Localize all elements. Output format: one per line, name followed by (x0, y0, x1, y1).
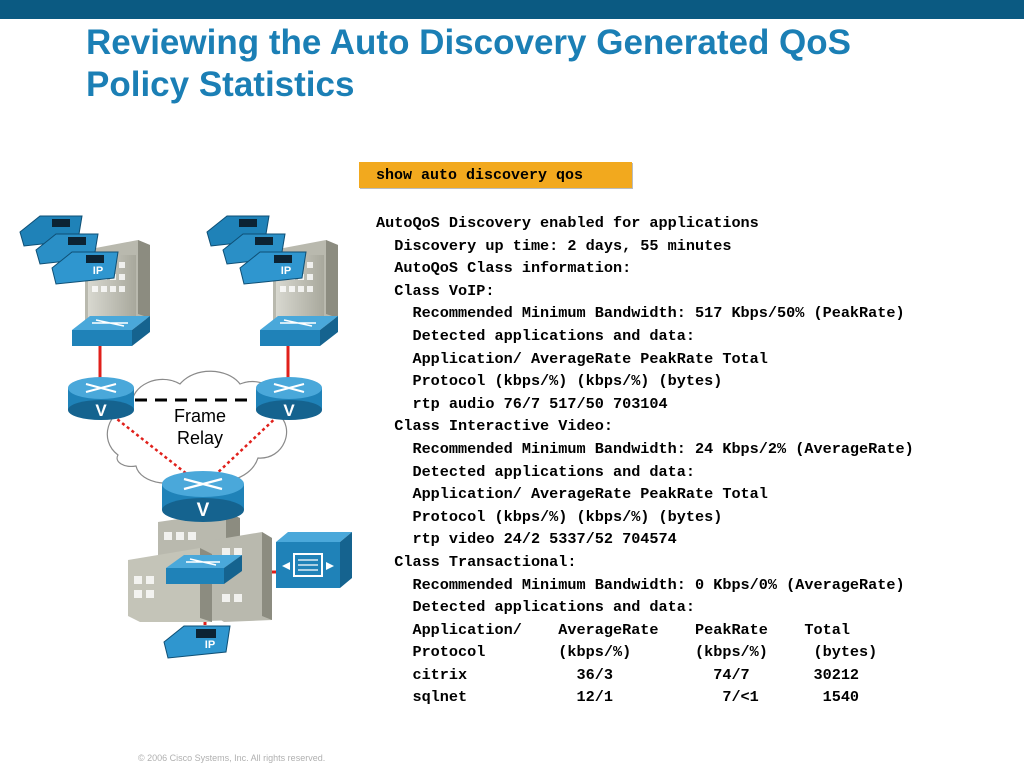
output-line: Detected applications and data: (376, 326, 695, 345)
output-line: Discovery up time: 2 days, 55 minutes (376, 236, 732, 255)
output-line: Class VoIP: (376, 281, 495, 300)
title-line-2: Policy Statistics (86, 65, 355, 104)
ip-phone-icon: IP (206, 215, 307, 285)
cloud-label-line-1: Frame (174, 406, 226, 426)
command-output: AutoQoS Discovery enabled for applicatio… (376, 212, 914, 709)
output-line: Recommended Minimum Bandwidth: 0 Kbps/0%… (376, 575, 905, 594)
output-line: citrix 36/3 74/7 30212 (376, 665, 860, 684)
output-line: Application/ AverageRate PeakRate Total (376, 349, 768, 368)
switch-icon (166, 555, 242, 584)
output-line: Protocol (kbps/%) (kbps/%) (bytes) (376, 372, 723, 391)
cloud-label-line-2: Relay (177, 428, 223, 448)
voice-router-icon: V (162, 471, 244, 522)
output-line: Detected applications and data: (376, 462, 695, 481)
output-line: Class Interactive Video: (376, 417, 613, 436)
output-line: Detected applications and data: (376, 598, 695, 617)
output-line: rtp audio 76/7 517/50 703104 (376, 394, 668, 413)
switch-icon (72, 316, 150, 346)
router-label: V (197, 500, 210, 521)
command-box: show auto discovery qos (359, 162, 632, 188)
output-line: Application/ AverageRate PeakRate Total (376, 485, 768, 504)
output-line: Protocol (kbps/%) (kbps/%) (bytes) (376, 507, 723, 526)
output-line: Recommended Minimum Bandwidth: 517 Kbps/… (376, 304, 905, 323)
phone-label: IP (281, 265, 291, 277)
output-line: rtp video 24/2 5337/52 704574 (376, 530, 677, 549)
output-line: sqlnet 12/1 7/<1 1540 (376, 688, 860, 707)
ip-phone-icon: IP (19, 215, 119, 285)
call-manager-icon (276, 532, 352, 588)
switch-icon (260, 316, 338, 346)
page-title: Reviewing the Auto Discovery Generated Q… (86, 22, 986, 106)
top-bar (0, 0, 1024, 19)
router-label: V (95, 401, 107, 420)
copyright-footer: © 2006 Cisco Systems, Inc. All rights re… (138, 753, 326, 763)
output-line: Recommended Minimum Bandwidth: 24 Kbps/2… (376, 439, 914, 458)
phone-label: IP (93, 265, 103, 277)
network-diagram: Frame Relay (19, 215, 352, 659)
output-line: AutoQoS Class information: (376, 259, 632, 278)
voice-router-icon: V (68, 377, 134, 420)
command-text: show auto discovery qos (376, 167, 584, 184)
output-line: Protocol (kbps/%) (kbps/%) (bytes) (376, 643, 878, 662)
output-line: Application/ AverageRate PeakRate Total (376, 620, 850, 639)
title-line-1: Reviewing the Auto Discovery Generated Q… (86, 23, 852, 62)
ip-phone-icon: IP (163, 625, 231, 659)
router-label: V (283, 401, 295, 420)
output-line: AutoQoS Discovery enabled for applicatio… (376, 214, 759, 232)
phone-label: IP (205, 639, 215, 651)
voice-router-icon: V (256, 377, 322, 420)
output-line: Class Transactional: (376, 552, 577, 571)
